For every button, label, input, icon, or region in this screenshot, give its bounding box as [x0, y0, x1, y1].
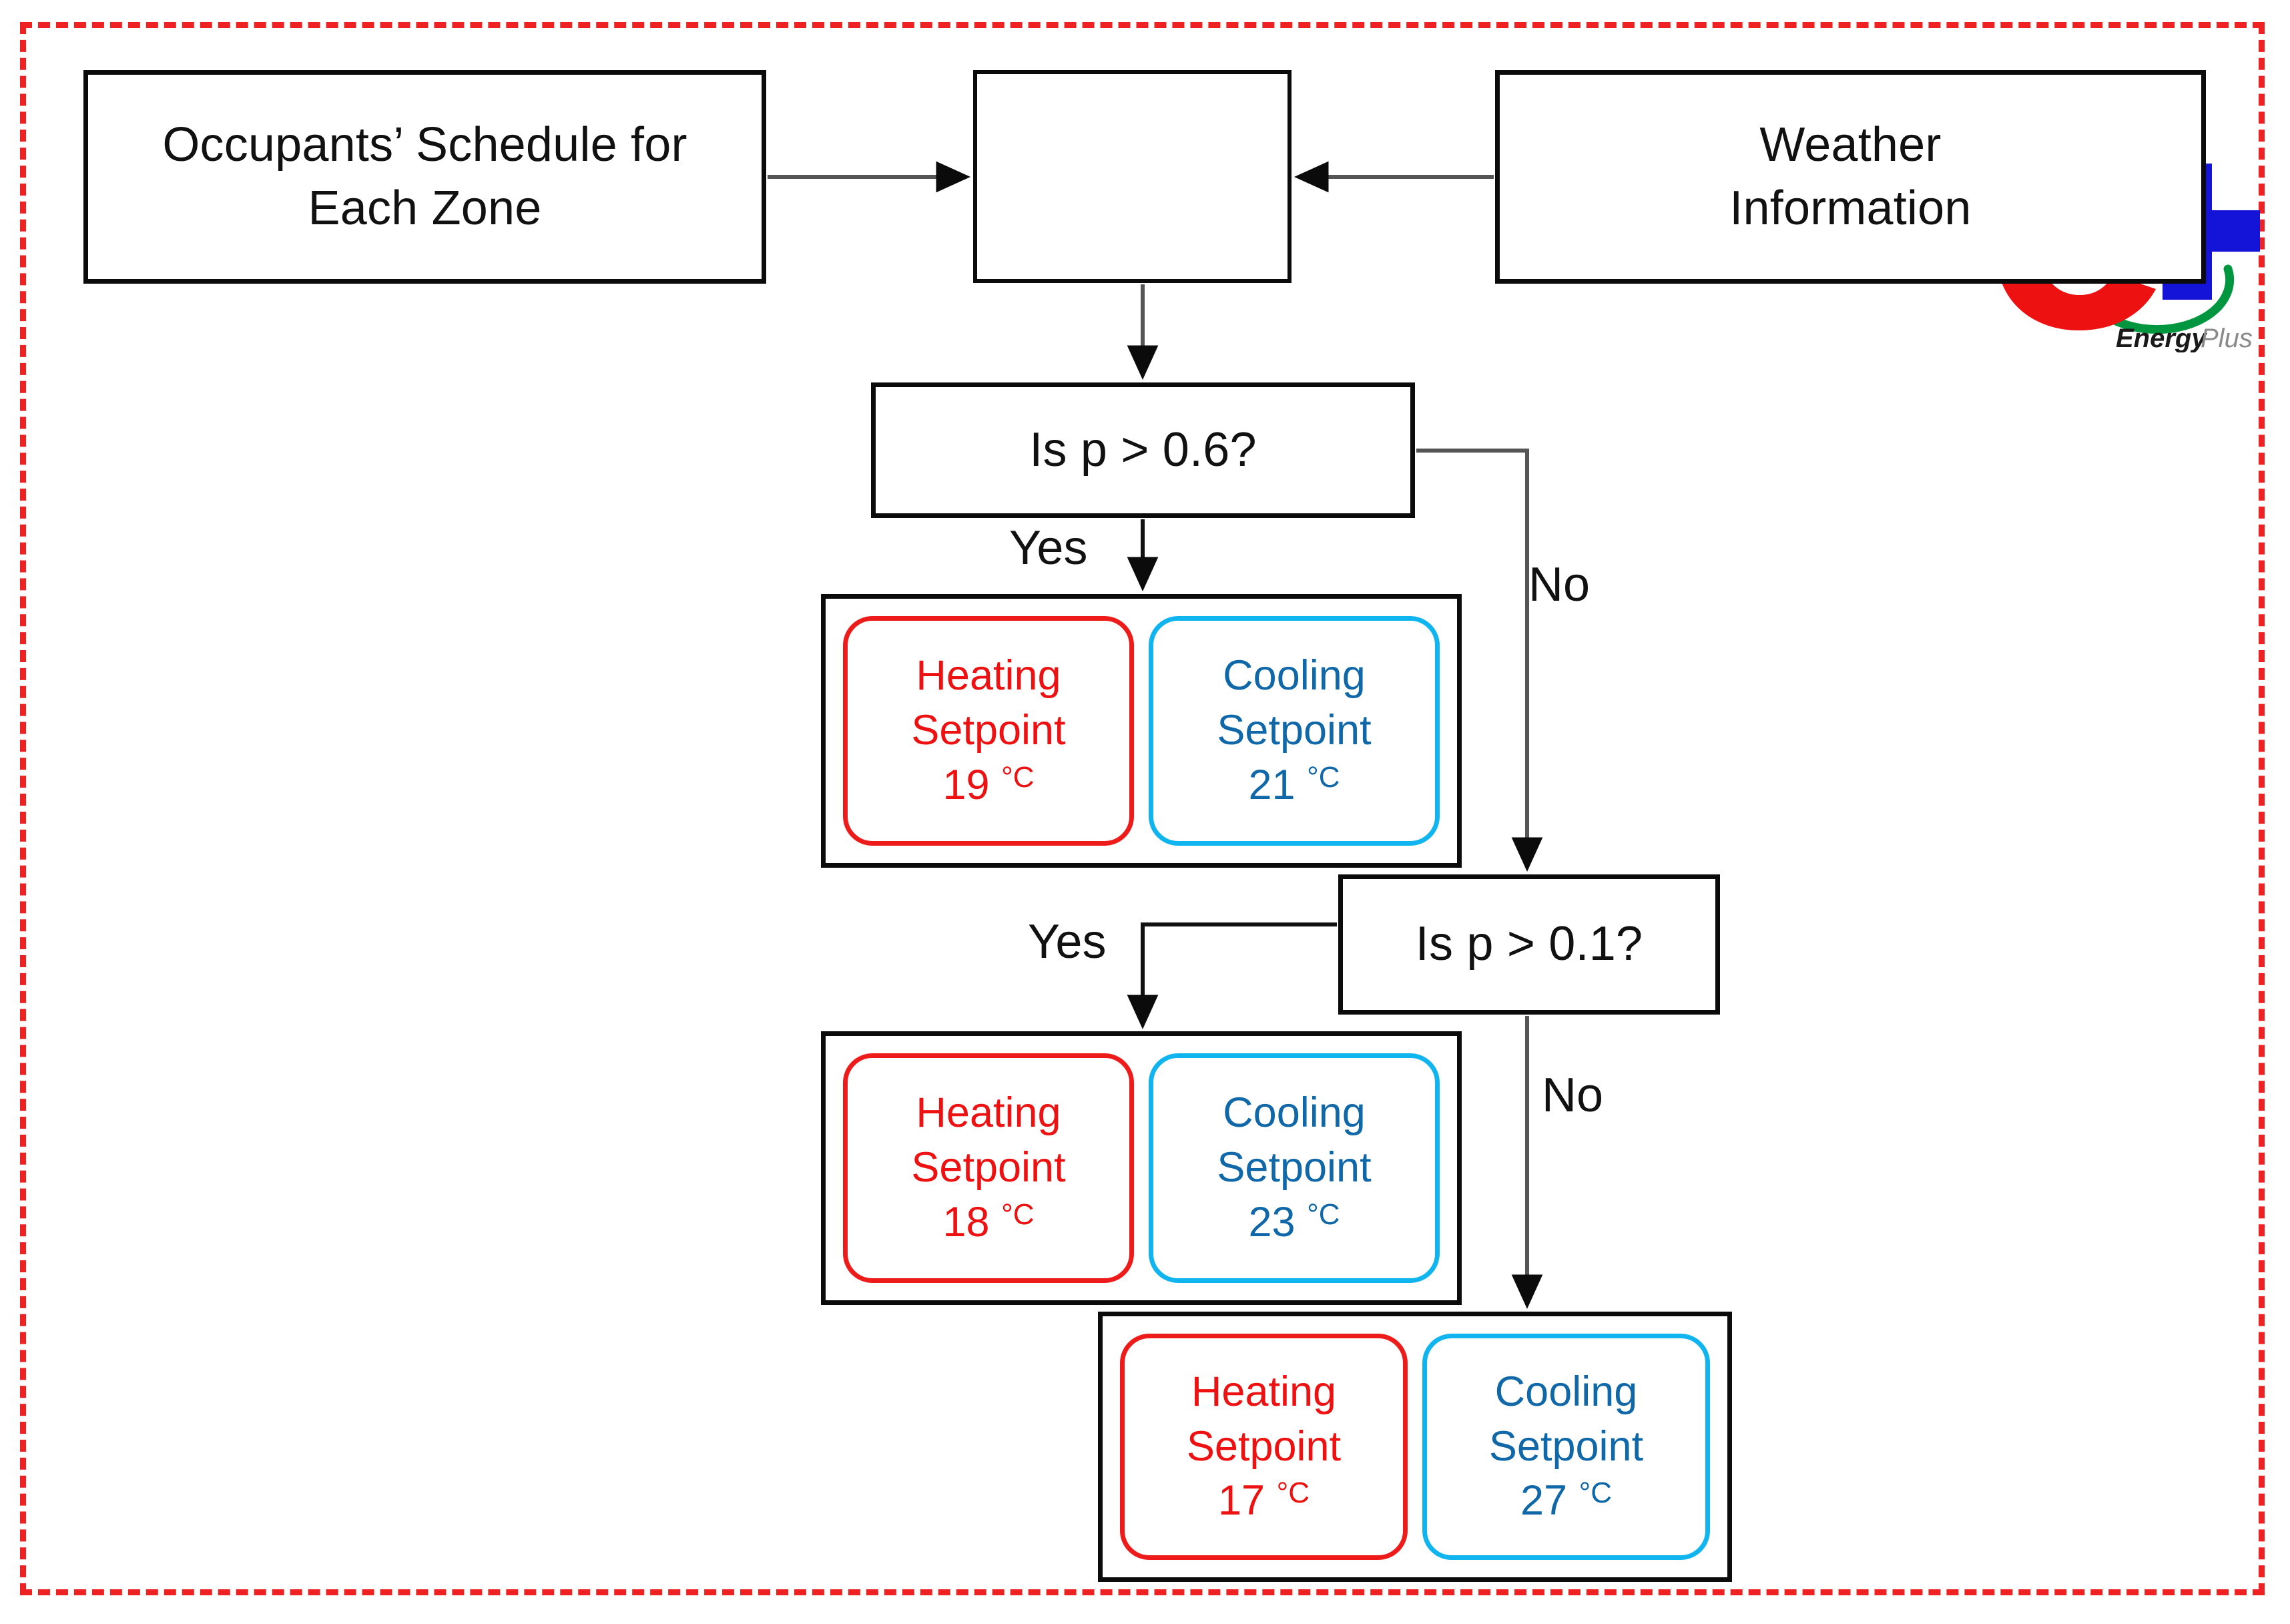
cooling-1-unit: °C: [1307, 760, 1340, 794]
heating-setpoint-card-3[interactable]: Heating Setpoint 17 °C: [1120, 1334, 1408, 1560]
node-weather-information-label: Weather Information: [1729, 113, 1971, 240]
cooling-3-value-row: 27 °C: [1520, 1474, 1612, 1529]
cooling-2-line-1: Cooling: [1223, 1089, 1366, 1137]
heating-setpoint-card-2[interactable]: Heating Setpoint 18 °C: [843, 1053, 1134, 1283]
cooling-3-line-1: Cooling: [1494, 1368, 1638, 1415]
heating-3-unit: °C: [1276, 1476, 1310, 1510]
cooling-setpoint-card-2[interactable]: Cooling Setpoint 23 °C: [1149, 1053, 1440, 1283]
cooling-2-value: 23: [1248, 1198, 1296, 1246]
heating-3-line-1: Heating: [1191, 1368, 1337, 1415]
setpoint-group-p-gt-0-1: Heating Setpoint 18 °C Cooling Setpoint …: [821, 1031, 1462, 1305]
cooling-3-line-2: Setpoint: [1488, 1422, 1644, 1470]
cooling-3-unit: °C: [1579, 1476, 1612, 1510]
weather-line-2: Information: [1729, 182, 1972, 235]
heating-setpoint-card-1[interactable]: Heating Setpoint 19 °C: [843, 616, 1134, 846]
decision-2-label: Is p > 0.1?: [1415, 917, 1643, 971]
occupants-line-1: Occupants’ Schedule for: [162, 117, 687, 172]
setpoint-group-p-le-0-1: Heating Setpoint 17 °C Cooling Setpoint …: [1098, 1312, 1732, 1582]
heating-2-line-1: Heating: [916, 1089, 1061, 1137]
weather-line-1: Weather: [1759, 117, 1942, 172]
node-occupants-schedule-label: Occupants’ Schedule for Each Zone: [162, 113, 687, 240]
heating-1-value: 19: [942, 761, 990, 808]
node-decision-p-gt-0-6[interactable]: Is p > 0.6?: [871, 382, 1415, 518]
cooling-1-value: 21: [1248, 761, 1296, 808]
node-weather-information[interactable]: Weather Information: [1495, 70, 2206, 284]
branch-label-dec1-yes: Yes: [1009, 521, 1088, 575]
cooling-2-value-row: 23 °C: [1249, 1195, 1340, 1250]
cooling-1-line-1: Cooling: [1223, 652, 1366, 700]
dashed-outline-frame: [20, 22, 2265, 1595]
cooling-1-line-2: Setpoint: [1217, 707, 1372, 754]
heating-3-line-2: Setpoint: [1186, 1422, 1342, 1470]
heating-1-line-1: Heating: [916, 652, 1061, 700]
node-occupants-schedule[interactable]: Occupants’ Schedule for Each Zone: [83, 70, 766, 284]
heating-1-value-row: 19 °C: [943, 758, 1035, 813]
cooling-3-value: 27: [1520, 1477, 1568, 1525]
setpoint-group-p-gt-0-6: Heating Setpoint 19 °C Cooling Setpoint …: [821, 594, 1462, 868]
heating-3-value: 17: [1218, 1477, 1265, 1525]
heating-2-unit: °C: [1001, 1197, 1035, 1231]
heating-3-value-row: 17 °C: [1218, 1474, 1310, 1529]
branch-label-dec2-yes: Yes: [1028, 915, 1107, 969]
cooling-1-value-row: 21 °C: [1249, 758, 1340, 813]
node-decision-p-gt-0-1[interactable]: Is p > 0.1?: [1338, 874, 1720, 1015]
energyplus-wordmark-light: Plus: [2201, 324, 2253, 352]
heating-2-value: 18: [942, 1198, 990, 1246]
branch-label-dec1-no: No: [1528, 558, 1591, 611]
cooling-2-unit: °C: [1307, 1197, 1340, 1231]
decision-1-label: Is p > 0.6?: [1029, 423, 1257, 477]
heating-1-line-2: Setpoint: [911, 707, 1066, 754]
branch-label-dec2-no: No: [1542, 1069, 1604, 1122]
node-energyplus[interactable]: Energy Plus: [973, 70, 2260, 352]
energyplus-wordmark-bold: Energy: [2116, 324, 2207, 352]
cooling-2-line-2: Setpoint: [1217, 1144, 1372, 1191]
cooling-setpoint-card-3[interactable]: Cooling Setpoint 27 °C: [1422, 1334, 1710, 1560]
heating-1-unit: °C: [1001, 760, 1035, 794]
heating-2-value-row: 18 °C: [943, 1195, 1035, 1250]
occupants-line-2: Each Zone: [308, 182, 542, 235]
cooling-setpoint-card-1[interactable]: Cooling Setpoint 21 °C: [1149, 616, 1440, 846]
heating-2-line-2: Setpoint: [911, 1144, 1066, 1191]
